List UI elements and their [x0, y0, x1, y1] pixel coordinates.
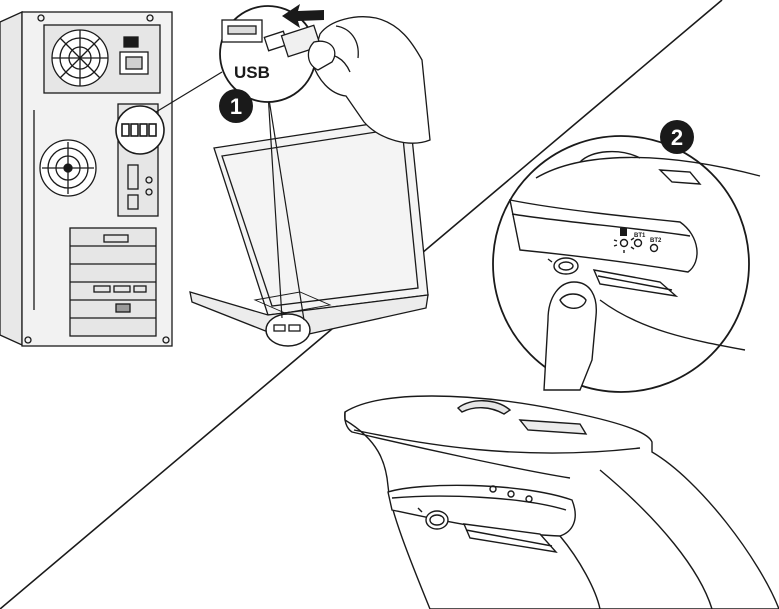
tower-side-panel [0, 10, 23, 347]
bt1-label: BT1 [634, 233, 646, 239]
step-1-badge: 1 [219, 89, 253, 123]
power-switch [123, 36, 139, 48]
step-2-badge: 2 [660, 120, 694, 154]
mouse-scroll-wheel [456, 400, 512, 415]
svg-text:1: 1 [230, 94, 242, 119]
led-bt1 [633, 238, 643, 248]
vertical-mouse [344, 395, 779, 609]
connect-button [425, 510, 449, 530]
desktop-tower [0, 10, 173, 347]
hand [311, 16, 431, 144]
tower-usb-callout [115, 71, 223, 155]
led-pairing [619, 238, 629, 248]
bt2-label: BT2 [650, 238, 662, 244]
usb-label: USB [234, 63, 270, 82]
svg-text:2: 2 [671, 125, 683, 150]
pressing-finger [543, 281, 597, 391]
led-bt2 [649, 243, 659, 253]
usb-arrow-icon [282, 4, 324, 28]
bluetooth-icon [620, 228, 627, 236]
usb-insert-callout [219, 4, 431, 144]
connect-button-callout [492, 135, 761, 393]
laptop-lid [213, 117, 429, 316]
laptop [189, 92, 429, 347]
